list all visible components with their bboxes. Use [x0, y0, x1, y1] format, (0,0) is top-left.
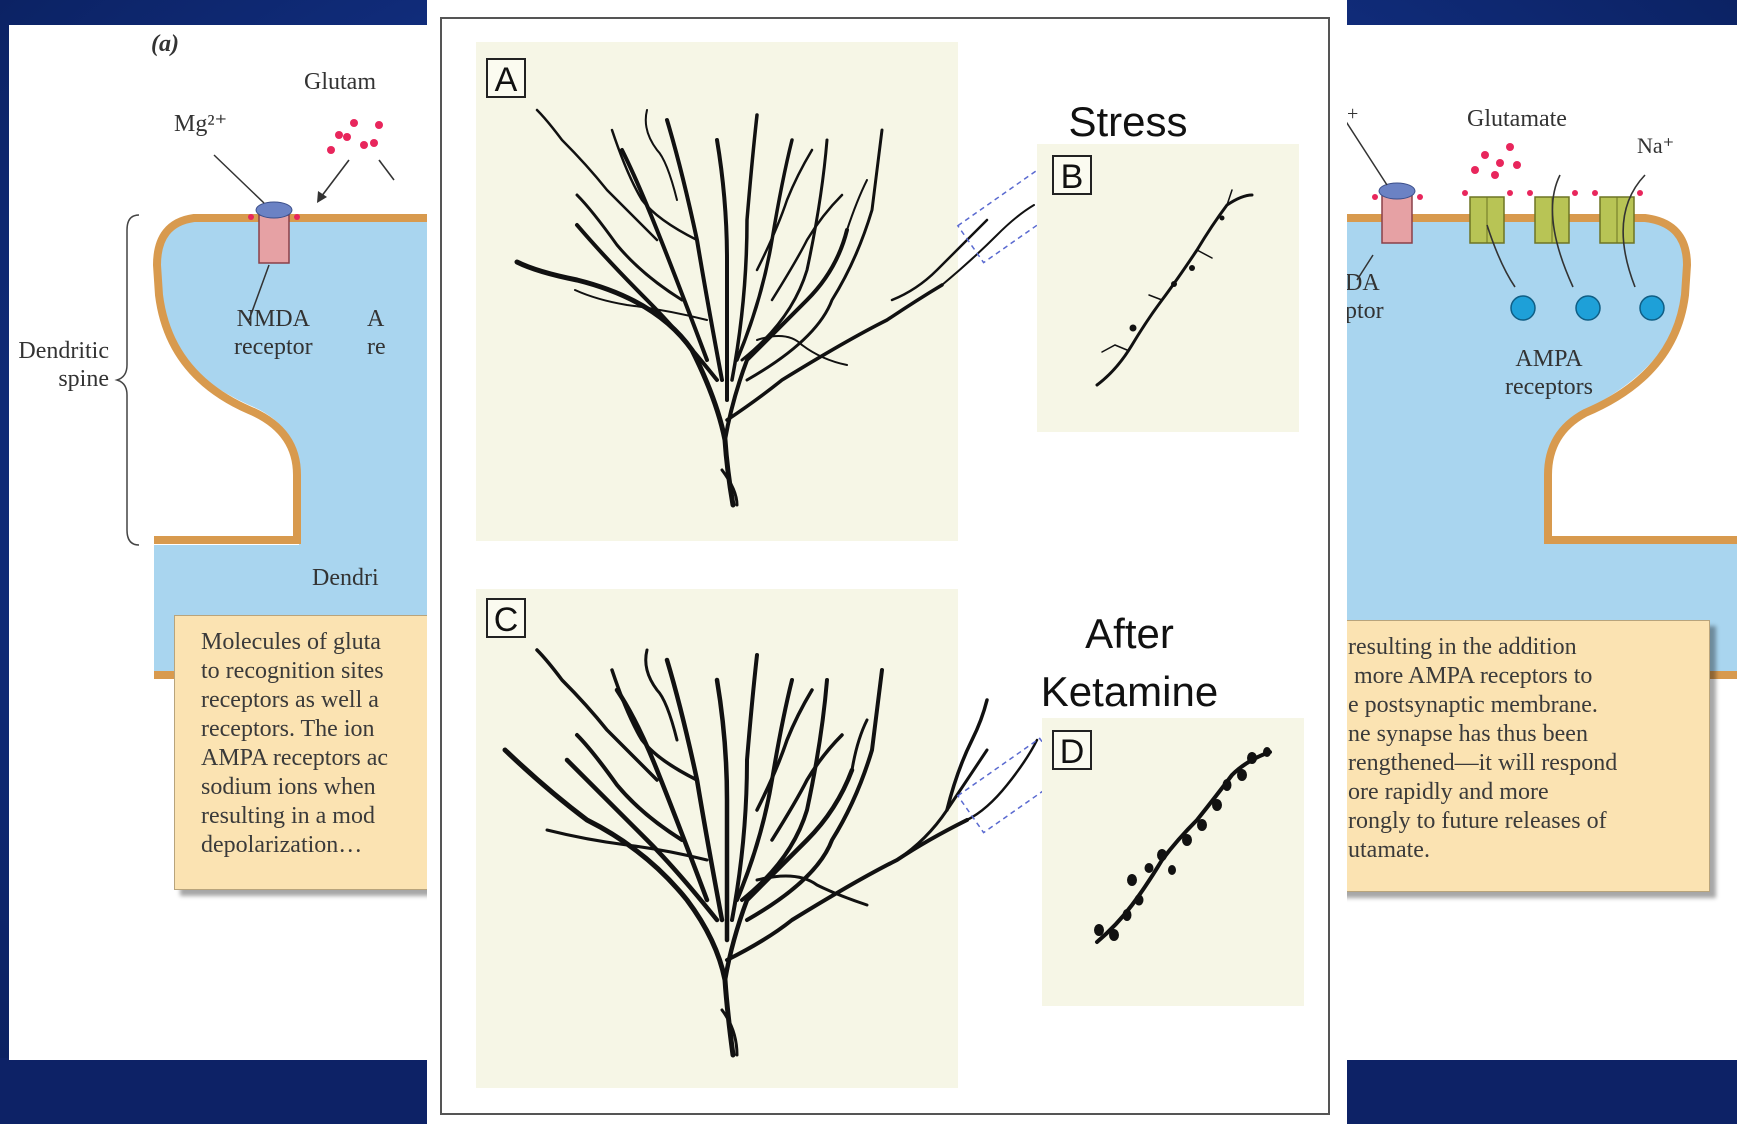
right-synapse-diagram: + Glutamate Na⁺ DA ptor AMPA receptors r…	[1345, 25, 1737, 1060]
glutamate-label-right: Glutamate	[1467, 106, 1567, 133]
panel-d-label: D	[1052, 730, 1092, 770]
dendrite-figure-panel: A Stress B	[427, 0, 1347, 1124]
nmda-receptor-shape	[259, 215, 289, 263]
mg-label: Mg²⁺	[174, 109, 227, 138]
dendrite-label: Dendri	[312, 565, 379, 592]
left-caption-box: Molecules of gluta to recognition sites …	[174, 615, 427, 890]
right-spine-drawing	[1345, 25, 1737, 1060]
na-ion-label: Na⁺	[1637, 133, 1674, 159]
nmda-receptor-shape-right	[1382, 195, 1412, 243]
plus-fragment-label: +	[1347, 103, 1358, 126]
panel-d-dendrite-segment	[427, 0, 1347, 1124]
left-synapse-diagram: (a) Glutam Mg²⁺ NMDA receptor A re Dendr…	[9, 25, 427, 1060]
ampa-receptors-label: AMPA receptors	[1505, 345, 1593, 401]
ampa-receptor-partial-label: A re	[367, 305, 386, 361]
right-caption-box: resulting in the addition more AMPA rece…	[1345, 620, 1710, 892]
panel-label-a: (a)	[151, 31, 179, 58]
nmda-receptor-partial-label: DA ptor	[1345, 269, 1384, 325]
nmda-receptor-label: NMDA receptor	[234, 305, 313, 361]
glutamate-label-left: Glutam	[304, 69, 376, 96]
left-spine-drawing	[9, 25, 427, 1060]
dendritic-spine-label: Dendritic spine	[9, 337, 109, 393]
mg-ion-shape	[256, 202, 292, 218]
